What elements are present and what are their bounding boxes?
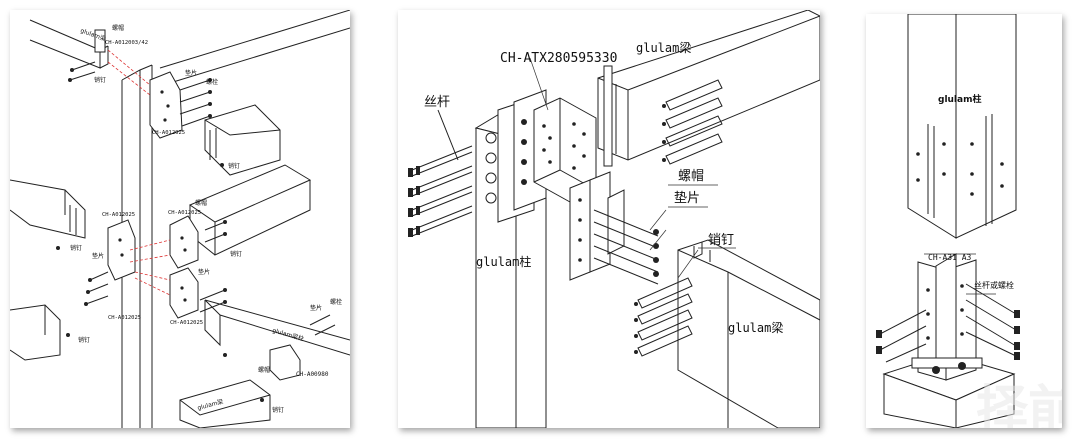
exploded-view-center-panel: CH-ATX280595330 glulam梁 丝杆 螺帽 垫片 销钉 glul… xyxy=(398,10,820,428)
watermark-text: 择前台 xyxy=(976,381,1062,428)
code-label: CH-A31 A3 xyxy=(928,253,972,262)
nut-label-3: 螺帽 xyxy=(258,366,270,374)
exploded-view-left-panel: CH-A012003/42 CH-A012025 CH-A012025 CH-A… xyxy=(10,10,350,428)
bolt-label-1: 螺栓 xyxy=(206,78,218,86)
code-label-c: CH-A012025 xyxy=(102,212,135,218)
code-label-a: CH-A012003/42 xyxy=(105,40,148,46)
pin-label-5: 销钉 xyxy=(78,336,90,344)
code-label-d: CH-A012025 xyxy=(168,210,201,216)
pin-label-3: 销钉 xyxy=(230,250,242,258)
pin-label-2: 销钉 xyxy=(70,244,82,252)
washer-label-2: 垫片 xyxy=(92,252,104,260)
bolt-label-2: 螺栓 xyxy=(330,298,342,306)
pin-label-6: 销钉 xyxy=(228,162,240,170)
washer-label: 垫片 xyxy=(674,190,700,206)
nut-label-2: 螺帽 xyxy=(195,199,207,207)
glulam-beam-top-label: glulam梁 xyxy=(636,40,691,55)
left-diagram: CH-A012003/42 CH-A012025 CH-A012025 CH-A… xyxy=(10,10,350,428)
code-label-f: CH-A012025 xyxy=(170,320,203,326)
washer-label-1: 垫片 xyxy=(185,69,197,77)
washer-label-4: 垫片 xyxy=(310,304,322,312)
code-label-g: CH-A00980 xyxy=(296,371,329,378)
pin-label: 销钉 xyxy=(708,233,734,248)
code-label-b: CH-A012025 xyxy=(152,130,185,136)
threaded-rod-label: 丝杆 xyxy=(424,95,450,110)
product-code-label: CH-ATX280595330 xyxy=(500,51,617,66)
rod-or-bolt-label: 丝杆或螺栓 xyxy=(974,280,1014,290)
nut-label-1: 螺帽 xyxy=(112,24,124,32)
glulam-beam-bottom-label: glulam梁 xyxy=(728,320,783,335)
glulam-column-label: glulam柱 xyxy=(938,93,981,105)
glulam-beam-label: glulam梁柱 xyxy=(271,326,304,343)
exploded-view-right-panel: glulam柱 CH-A31 A3 丝杆或螺栓 择前台 xyxy=(866,14,1062,428)
nut-label: 螺帽 xyxy=(678,168,704,184)
right-diagram: glulam柱 CH-A31 A3 丝杆或螺栓 择前台 xyxy=(876,14,1062,428)
glulam-column-label: glulam柱 xyxy=(476,254,531,269)
glulam-beam-top-label: glulam梁 xyxy=(79,26,107,43)
washer-label-3: 垫片 xyxy=(198,268,210,276)
center-diagram: CH-ATX280595330 glulam梁 丝杆 螺帽 垫片 销钉 glul… xyxy=(408,10,820,428)
pin-label-4: 销钉 xyxy=(272,406,284,414)
code-label-e: CH-A012025 xyxy=(108,315,141,321)
pin-label-1: 销钉 xyxy=(94,76,106,84)
